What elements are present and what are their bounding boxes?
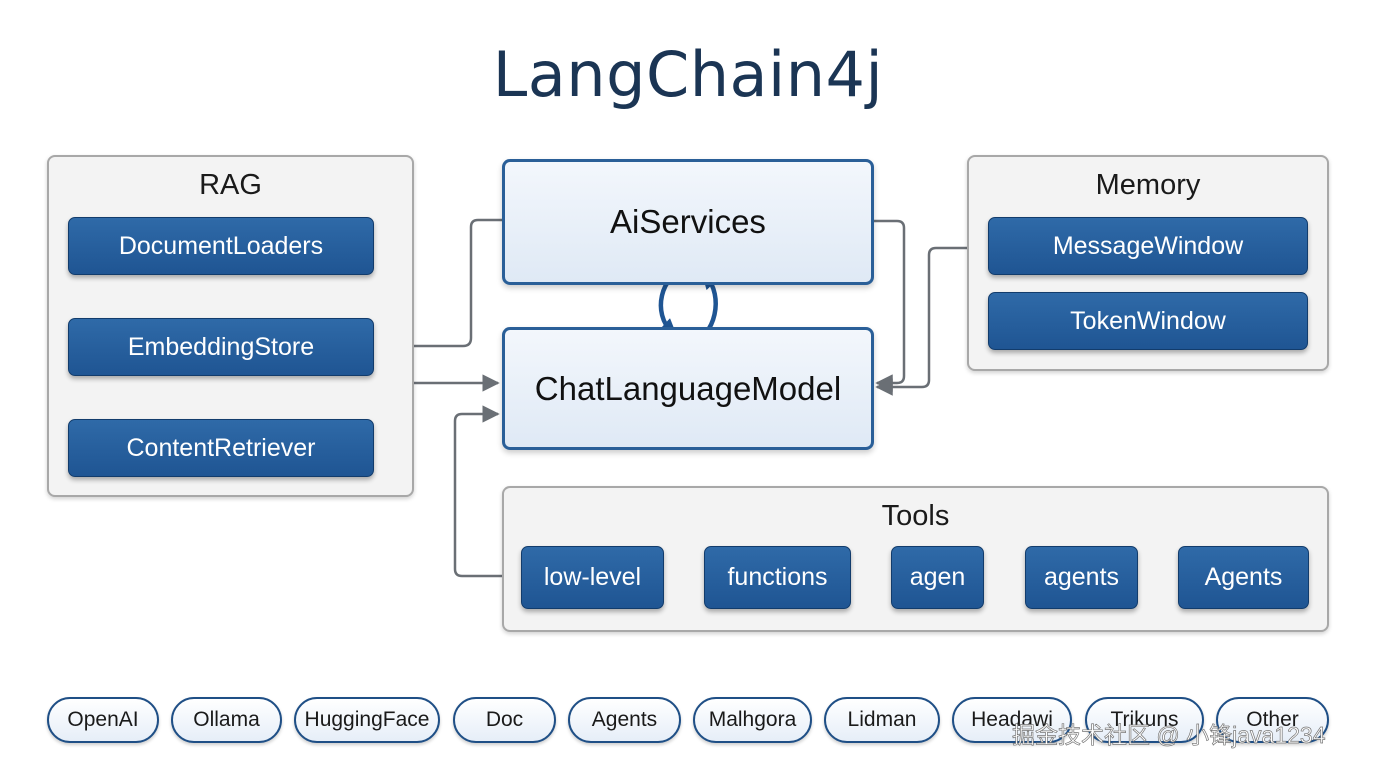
memory-title: Memory: [1095, 169, 1201, 201]
provider-doc: Doc: [453, 697, 556, 743]
rag-embedding-store: EmbeddingStore: [68, 318, 374, 376]
tool-agen: agen: [891, 546, 984, 609]
tool-agents-capital: Agents: [1178, 546, 1309, 609]
provider-lidman: Lidman: [824, 697, 940, 743]
memory-message-window: MessageWindow: [988, 217, 1308, 275]
tool-agents: agents: [1025, 546, 1138, 609]
arrow-memory-to-chatmodel: [875, 246, 967, 396]
diagram-title: LangChain4j: [492, 38, 884, 111]
tools-title: Tools: [881, 500, 950, 532]
rag-content-retriever: ContentRetriever: [68, 419, 374, 477]
provider-openai: OpenAI: [47, 697, 159, 743]
ai-services-box: AiServices: [502, 159, 874, 285]
arrow-aiservices-to-chatmodel: [874, 219, 906, 392]
tool-low-level: low-level: [521, 546, 664, 609]
rag-document-loaders: DocumentLoaders: [68, 217, 374, 275]
provider-ollama: Ollama: [171, 697, 282, 743]
provider-agents: Agents: [568, 697, 681, 743]
tool-functions: functions: [704, 546, 851, 609]
rag-title: RAG: [199, 169, 262, 201]
arrow-tools-to-chatmodel: [453, 405, 502, 578]
provider-headawi: Headawi: [952, 697, 1072, 743]
chat-language-model-box: ChatLanguageModel: [502, 327, 874, 450]
provider-other: Other: [1216, 697, 1329, 743]
provider-malhgora: Malhgora: [693, 697, 812, 743]
watermark-text: 掘金技术社区 @ 小锋java1234: [1012, 722, 1326, 749]
provider-huggingface: HuggingFace: [294, 697, 440, 743]
provider-trikuns: Trikuns: [1085, 697, 1204, 743]
memory-token-window: TokenWindow: [988, 292, 1308, 350]
